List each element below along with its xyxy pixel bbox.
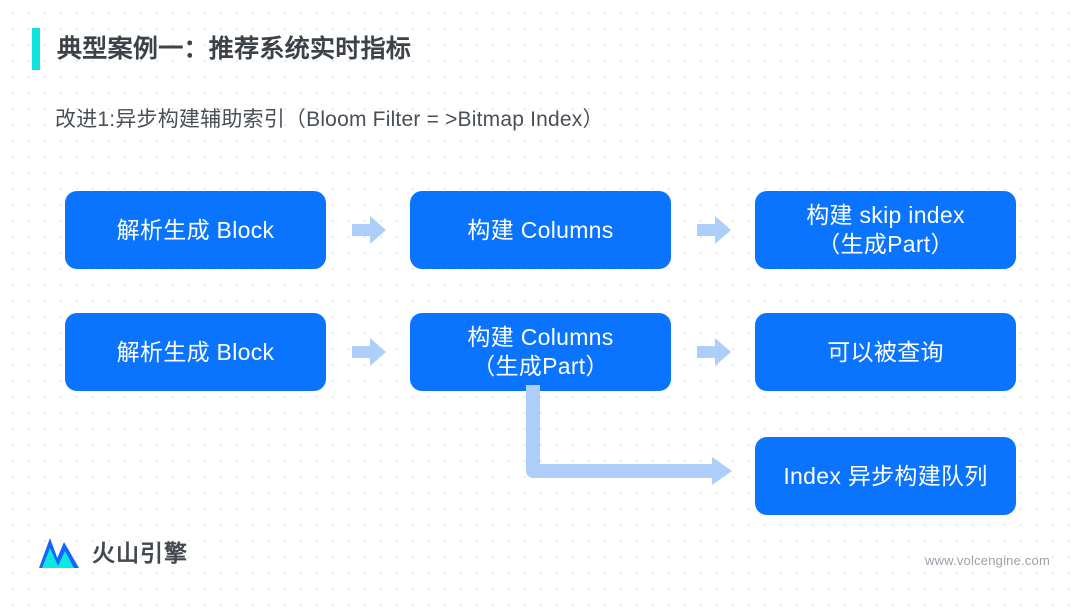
- flow-box-build-columns-part[interactable]: 构建 Columns （生成Part）: [410, 313, 671, 391]
- flow-box-parse-block-row2[interactable]: 解析生成 Block: [65, 313, 326, 391]
- flow-box-parse-block-row1[interactable]: 解析生成 Block: [65, 191, 326, 269]
- elbow-connector-arrow-icon: [520, 385, 745, 500]
- flow-box-build-columns-row1[interactable]: 构建 Columns: [410, 191, 671, 269]
- footer-url: www.volcengine.com: [925, 553, 1050, 568]
- flow-box-index-async-queue[interactable]: Index 异步构建队列: [755, 437, 1016, 515]
- arrow-right-icon: [352, 336, 386, 368]
- flow-box-label: 解析生成 Block: [116, 216, 275, 243]
- arrow-right-icon: [352, 214, 386, 246]
- brand-name: 火山引擎: [92, 539, 188, 566]
- flow-box-label-line1: 构建 Columns: [467, 324, 614, 351]
- arrow-right-icon: [697, 214, 731, 246]
- flow-box-label-line2: （生成Part）: [472, 353, 609, 379]
- flow-box-label: 可以被查询: [827, 338, 944, 365]
- flow-box-queryable[interactable]: 可以被查询: [755, 313, 1016, 391]
- flow-box-label: 构建 Columns: [467, 216, 614, 243]
- volcano-mountain-logo-icon: [39, 538, 79, 568]
- flow-box-build-skip-index[interactable]: 构建 skip index （生成Part）: [755, 191, 1016, 269]
- flow-box-label: Index 异步构建队列: [783, 462, 988, 489]
- flow-box-label-line2: （生成Part）: [817, 231, 954, 257]
- page-subtitle: 改进1:异步构建辅助索引（Bloom Filter = >Bitmap Inde…: [55, 108, 604, 131]
- flow-box-label-line1: 构建 skip index: [806, 202, 965, 229]
- footer-logo: 火山引擎: [38, 536, 188, 570]
- slide-header: 典型案例一：推荐系统实时指标: [32, 28, 411, 70]
- flow-box-label: 解析生成 Block: [116, 338, 275, 365]
- title-accent-bar: [32, 28, 40, 70]
- arrow-right-icon: [697, 336, 731, 368]
- page-title: 典型案例一：推荐系统实时指标: [57, 34, 412, 63]
